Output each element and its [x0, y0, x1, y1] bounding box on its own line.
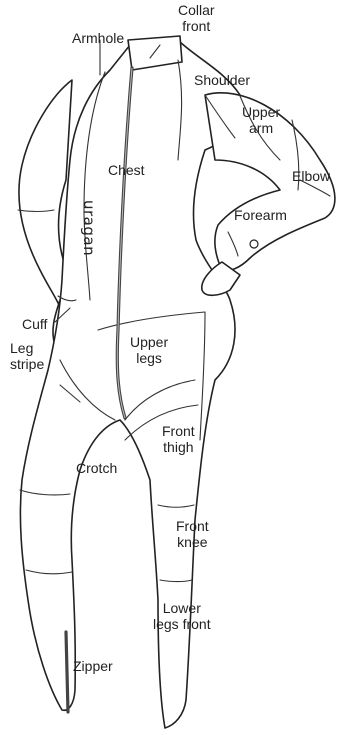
brand-logo: uragan: [80, 200, 98, 256]
leg-zipper: [66, 632, 68, 712]
label-armhole: Armhole: [72, 30, 124, 46]
label-elbow: Elbow: [292, 168, 330, 184]
forearm-button: [250, 240, 258, 248]
label-collar-front: Collar front: [178, 2, 215, 34]
label-upper-arm: Upper arm: [242, 104, 280, 136]
label-chest: Chest: [108, 162, 145, 178]
label-crotch: Crotch: [76, 460, 117, 476]
label-front-knee: Front knee: [176, 518, 209, 550]
label-lower-legs-front: Lower legs front: [153, 600, 211, 632]
label-leg-stripe: Leg stripe: [10, 340, 44, 372]
label-forearm: Forearm: [234, 207, 287, 223]
label-front-thigh: Front thigh: [162, 423, 195, 455]
label-cuff: Cuff: [22, 316, 47, 332]
label-shoulder: Shoulder: [194, 72, 250, 88]
label-zipper: Zipper: [73, 658, 113, 674]
label-upper-legs: Upper legs: [130, 334, 168, 366]
